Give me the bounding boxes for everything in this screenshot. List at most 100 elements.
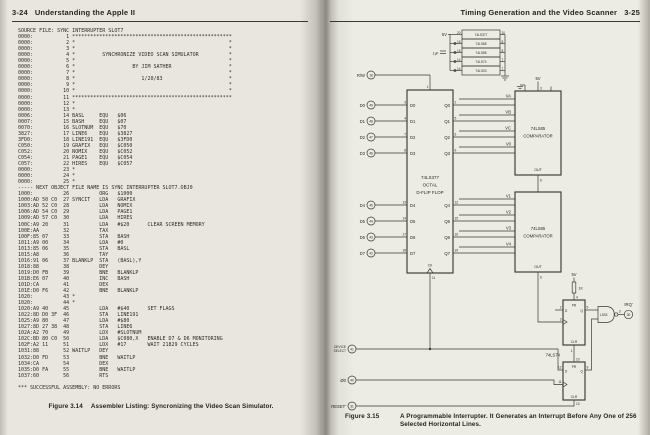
svg-text:12: 12 xyxy=(558,365,562,369)
svg-text:19: 19 xyxy=(455,248,459,252)
svg-text:D0: D0 xyxy=(360,103,366,108)
right-running-title: Timing Generation and the Video Scanner xyxy=(460,8,618,17)
svg-text:6: 6 xyxy=(540,179,542,183)
svg-text:5: 5 xyxy=(587,305,589,309)
svg-text:1: 1 xyxy=(427,85,429,89)
svg-text:15: 15 xyxy=(455,216,459,220)
svg-text:Q6: Q6 xyxy=(444,235,450,240)
flipflop-1: PR D Q CLR 4 2 3 5 1 xyxy=(555,296,598,362)
svg-text:Q5: Q5 xyxy=(444,219,450,224)
reset-signal: RESET' 31 xyxy=(331,400,575,411)
svg-text:5V: 5V xyxy=(571,272,576,277)
left-page-number: 3-24 xyxy=(12,8,28,17)
svg-text:D: D xyxy=(565,370,568,374)
svg-text:D5: D5 xyxy=(360,219,366,224)
svg-text:14: 14 xyxy=(457,67,461,71)
svg-text:D1: D1 xyxy=(360,119,366,124)
svg-text:SELECT: SELECT xyxy=(334,349,346,353)
svg-text:CLR: CLR xyxy=(571,395,578,399)
ground-symbol xyxy=(501,75,509,81)
svg-text:R/W: R/W xyxy=(357,73,365,78)
svg-text:D2: D2 xyxy=(410,135,416,140)
svg-text:74LS74: 74LS74 xyxy=(476,60,487,64)
svg-text:16: 16 xyxy=(455,232,459,236)
comparator-1-scanner-inputs: VA VB VC V0 xyxy=(459,93,515,148)
svg-text:7: 7 xyxy=(404,132,406,136)
svg-text:46: 46 xyxy=(369,151,373,155)
comparator-1-74ls85: 74LS85 COMPARATOR 5V 3 OUT 6 xyxy=(514,76,562,192)
svg-text:11: 11 xyxy=(432,276,436,280)
register-bit-row-7: D7 42 18 D7 Q7 19 xyxy=(360,248,515,258)
svg-text:V4: V4 xyxy=(506,241,512,246)
irq-output: 30 IRQ' xyxy=(623,302,634,320)
figure-3-15-label: Figure 3.15 xyxy=(345,413,380,420)
svg-text:74LS85: 74LS85 xyxy=(476,51,487,55)
svg-text:D-FLIP FLOP: D-FLIP FLOP xyxy=(416,190,443,195)
svg-text:7: 7 xyxy=(502,67,504,71)
svg-text:43: 43 xyxy=(369,235,373,239)
figure-3-14-text: Assembler Listing: Syncronizing the Vide… xyxy=(90,403,274,410)
svg-text:1K: 1K xyxy=(579,287,584,291)
nand-gate-ls03: LS03 3 xyxy=(597,306,624,323)
svg-text:8: 8 xyxy=(502,49,504,53)
svg-text:V1: V1 xyxy=(506,193,512,198)
comparator-2-scanner-inputs: V1 V2 V3 V4 xyxy=(459,193,515,248)
svg-text:Q: Q xyxy=(581,309,584,313)
svg-text:3: 3 xyxy=(540,87,542,91)
svg-text:17: 17 xyxy=(402,232,406,236)
svg-text:74LS03: 74LS03 xyxy=(476,69,487,73)
flipflop-chip-label: 74LS74 xyxy=(546,353,561,358)
svg-text:3: 3 xyxy=(560,317,562,321)
assembler-listing: SOURCE FILE: SYNC INTERRUPTER SLOT7 0000… xyxy=(18,28,232,391)
svg-text:30: 30 xyxy=(627,313,631,317)
svg-text:74LS85: 74LS85 xyxy=(531,226,546,231)
svg-text:47: 47 xyxy=(369,135,373,139)
svg-text:40: 40 xyxy=(350,378,354,382)
svg-text:31: 31 xyxy=(350,404,354,408)
svg-text:48: 48 xyxy=(369,119,373,123)
svg-text:Q2: Q2 xyxy=(444,135,450,140)
svg-text:D3: D3 xyxy=(410,151,416,156)
svg-text:V2: V2 xyxy=(506,209,512,214)
svg-text:6: 6 xyxy=(455,132,457,136)
register-bit-row-1: D1 48 4 D1 Q1 5 xyxy=(360,116,515,126)
svg-text:7: 7 xyxy=(502,58,504,62)
pullup-resistor: 5V 1K xyxy=(571,272,583,300)
svg-text:D3: D3 xyxy=(360,151,366,156)
svg-text:10: 10 xyxy=(576,358,580,362)
supply-5v-label: 5V xyxy=(442,32,447,37)
svg-text:18: 18 xyxy=(369,73,373,77)
register-bit-row-2: D2 47 7 D2 Q2 6 xyxy=(360,132,515,142)
right-header-rule xyxy=(330,21,640,23)
svg-text:8: 8 xyxy=(502,40,504,44)
device-select-signal: DEVICE SELECT 41 xyxy=(334,344,563,371)
svg-text:4: 4 xyxy=(404,116,406,120)
register-bit-row-3: D3 46 8 D3 Q3 9 xyxy=(360,148,515,158)
svg-text:D4: D4 xyxy=(360,203,366,208)
svg-text:3: 3 xyxy=(404,100,406,104)
phase0-signal: Ø0 40 xyxy=(340,375,563,385)
svg-text:VA: VA xyxy=(506,93,511,98)
flipflop-2: PR D Q CLR 10 12 11 9 13 xyxy=(558,318,598,406)
svg-text:8: 8 xyxy=(404,148,406,152)
svg-text:4: 4 xyxy=(576,296,578,300)
svg-text:COMPARATOR: COMPARATOR xyxy=(523,234,552,239)
svg-text:D7: D7 xyxy=(410,251,416,256)
svg-text:9: 9 xyxy=(455,148,457,152)
svg-text:CLR: CLR xyxy=(571,340,578,344)
power-pin-table: 74LS377 74LS85 74LS85 74LS74 74LS03 20 1… xyxy=(432,29,509,81)
register-bit-row-4: D4 45 13 D4 Q4 12 xyxy=(360,200,515,210)
svg-text:11: 11 xyxy=(558,380,562,384)
figure-3-15-caption: Figure 3.15 A Programmable Interrupter. … xyxy=(345,413,641,428)
register-bit-row-6: D6 43 17 D6 Q6 16 xyxy=(360,232,515,242)
svg-text:3: 3 xyxy=(619,309,621,313)
rw-enable-input: R/W 18 1 xyxy=(357,70,431,90)
svg-text:D4: D4 xyxy=(410,203,416,208)
register-chip-74ls377: 74LS377 OCTAL D-FLIP FLOP R/W 18 1 D0 49… xyxy=(357,70,515,351)
svg-text:2: 2 xyxy=(560,305,562,309)
svg-text:2: 2 xyxy=(455,100,457,104)
svg-text:45: 45 xyxy=(369,203,373,207)
